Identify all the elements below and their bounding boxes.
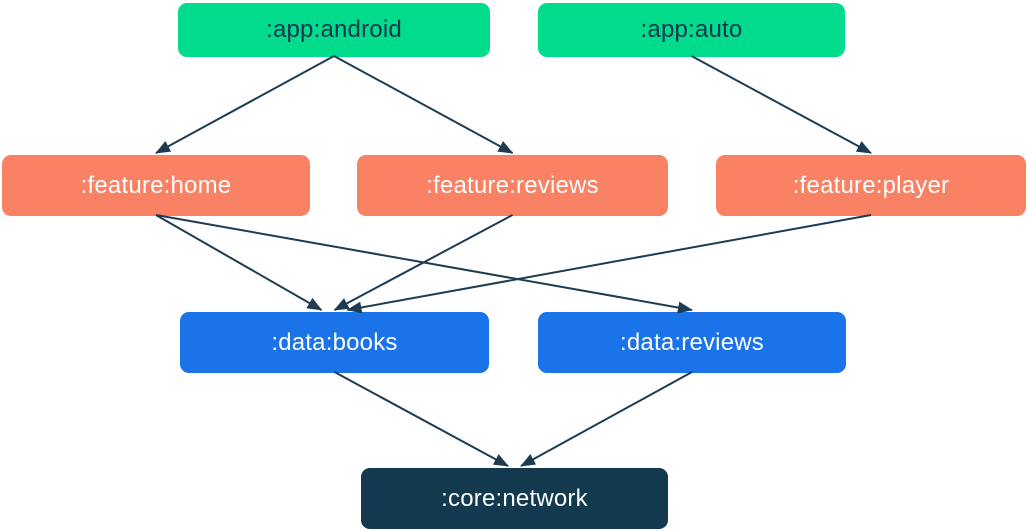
node-label: :app:auto (640, 16, 743, 43)
node-feature-player: :feature:player (716, 155, 1026, 216)
node-core-network: :core:network (361, 468, 668, 529)
edge-app-android-to-feature-reviews (333, 55, 514, 154)
edge-feature-home-to-data-books (155, 214, 323, 311)
node-label: :app:android (266, 16, 402, 43)
edge-app-android-to-feature-home (155, 55, 335, 154)
node-app-android: :app:android (178, 3, 490, 57)
node-label: :feature:home (80, 171, 232, 199)
edge-data-reviews-to-core-network (520, 371, 693, 467)
node-label: :core:network (441, 484, 588, 512)
edge-feature-home-to-data-reviews (155, 214, 693, 314)
edge-feature-player-to-data-books (346, 214, 872, 314)
node-data-reviews: :data:reviews (538, 312, 846, 373)
edge-data-books-to-core-network (334, 371, 509, 467)
edge-feature-reviews-to-data-books (333, 214, 513, 311)
node-label: :feature:player (792, 171, 950, 199)
node-feature-reviews: :feature:reviews (357, 155, 668, 216)
node-label: :data:books (271, 328, 398, 356)
edge-app-auto-to-feature-player (691, 55, 872, 154)
node-label: :feature:reviews (426, 171, 599, 199)
node-feature-home: :feature:home (2, 155, 310, 216)
node-app-auto: :app:auto (538, 3, 845, 57)
node-data-books: :data:books (180, 312, 489, 373)
node-label: :data:reviews (620, 328, 764, 356)
